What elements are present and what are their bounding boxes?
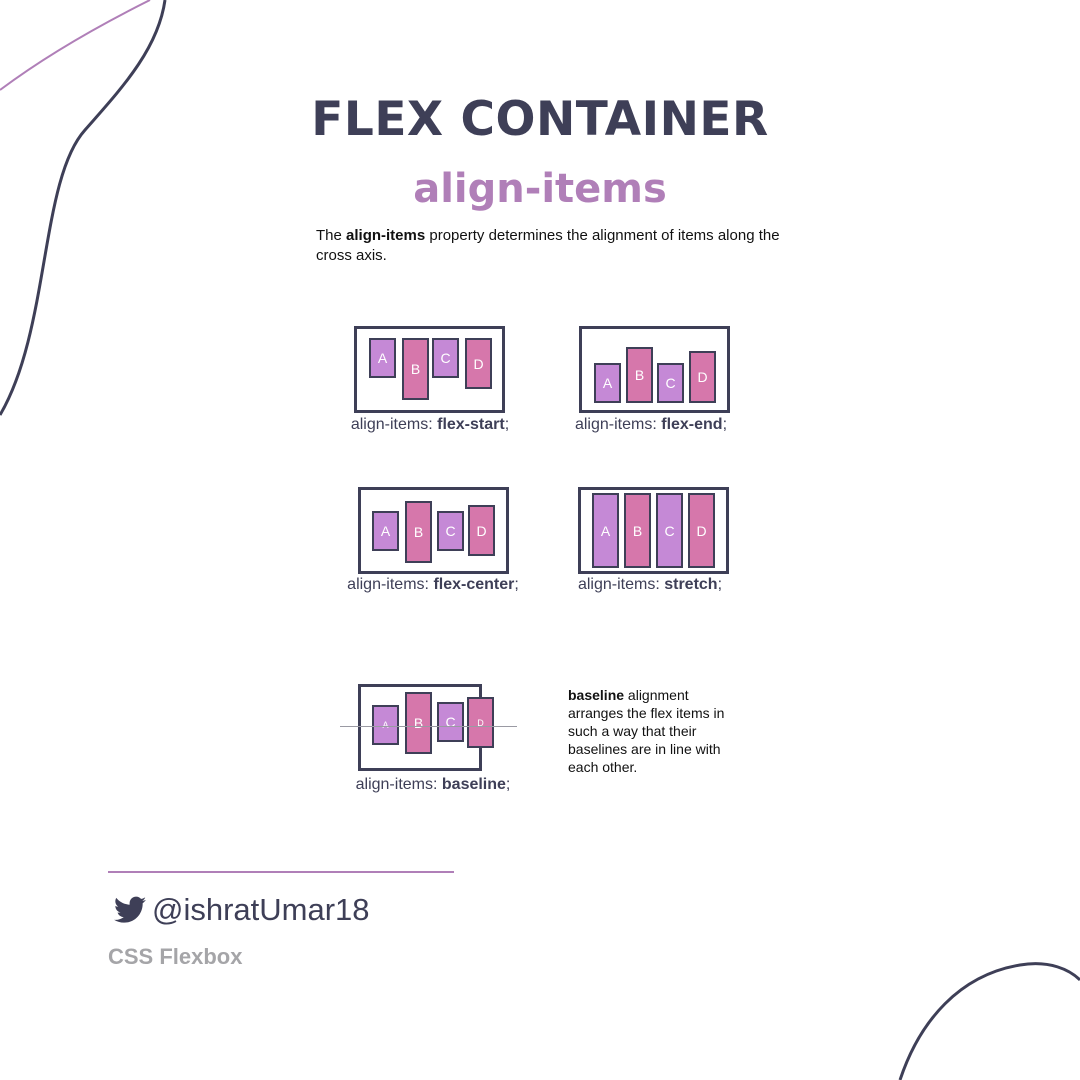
page-subtitle: align-items xyxy=(413,166,667,212)
item-b: B xyxy=(624,493,651,568)
twitter-handle-text: @ishratUmar18 xyxy=(152,892,370,927)
baseline-guide-line xyxy=(340,726,517,727)
item-a: A xyxy=(372,705,399,745)
item-a: A xyxy=(592,493,619,568)
item-c: C xyxy=(432,338,459,378)
item-c: C xyxy=(656,493,683,568)
demo-flex-end-box: A B C D xyxy=(579,326,730,413)
demo-baseline-caption: align-items: baseline; xyxy=(355,776,511,793)
item-c: C xyxy=(437,511,464,551)
item-d: D xyxy=(465,338,492,389)
intro-text: The align-items property determines the … xyxy=(316,227,780,264)
item-b: B xyxy=(626,347,653,403)
footer-divider xyxy=(108,871,454,873)
item-c: C xyxy=(437,702,464,742)
page-title: FLEX CONTAINER xyxy=(311,92,769,147)
item-a: A xyxy=(369,338,396,378)
item-d: D xyxy=(688,493,715,568)
twitter-handle[interactable]: @ishratUmar18 xyxy=(114,890,370,930)
demo-flex-start-box: A B C D xyxy=(354,326,505,413)
bottom-right-curve xyxy=(898,962,1080,1080)
item-a: A xyxy=(594,363,621,403)
item-a: A xyxy=(372,511,399,551)
demo-stretch-box: A B C D xyxy=(578,487,729,574)
item-b: B xyxy=(405,692,432,754)
twitter-bird-icon xyxy=(114,896,146,923)
item-c: C xyxy=(657,363,684,403)
demo-flex-center-box: A B C D xyxy=(358,487,509,574)
item-d: D xyxy=(468,505,495,556)
demo-baseline-box: A B C xyxy=(358,684,482,771)
item-d: D xyxy=(689,351,716,403)
item-d: D xyxy=(467,697,494,748)
baseline-note: baseline alignment arranges the flex ite… xyxy=(568,687,725,775)
demo-flex-start-caption: align-items: flex-start; xyxy=(350,416,510,433)
item-b: B xyxy=(402,338,429,400)
demo-stretch-caption: align-items: stretch; xyxy=(577,576,723,593)
top-left-thin-curve xyxy=(0,0,151,91)
demo-flex-end-caption: align-items: flex-end; xyxy=(574,416,728,433)
demo-flex-center-caption: align-items: flex-center; xyxy=(347,576,519,593)
footer-topic: CSS Flexbox xyxy=(108,944,243,969)
item-b: B xyxy=(405,501,432,563)
